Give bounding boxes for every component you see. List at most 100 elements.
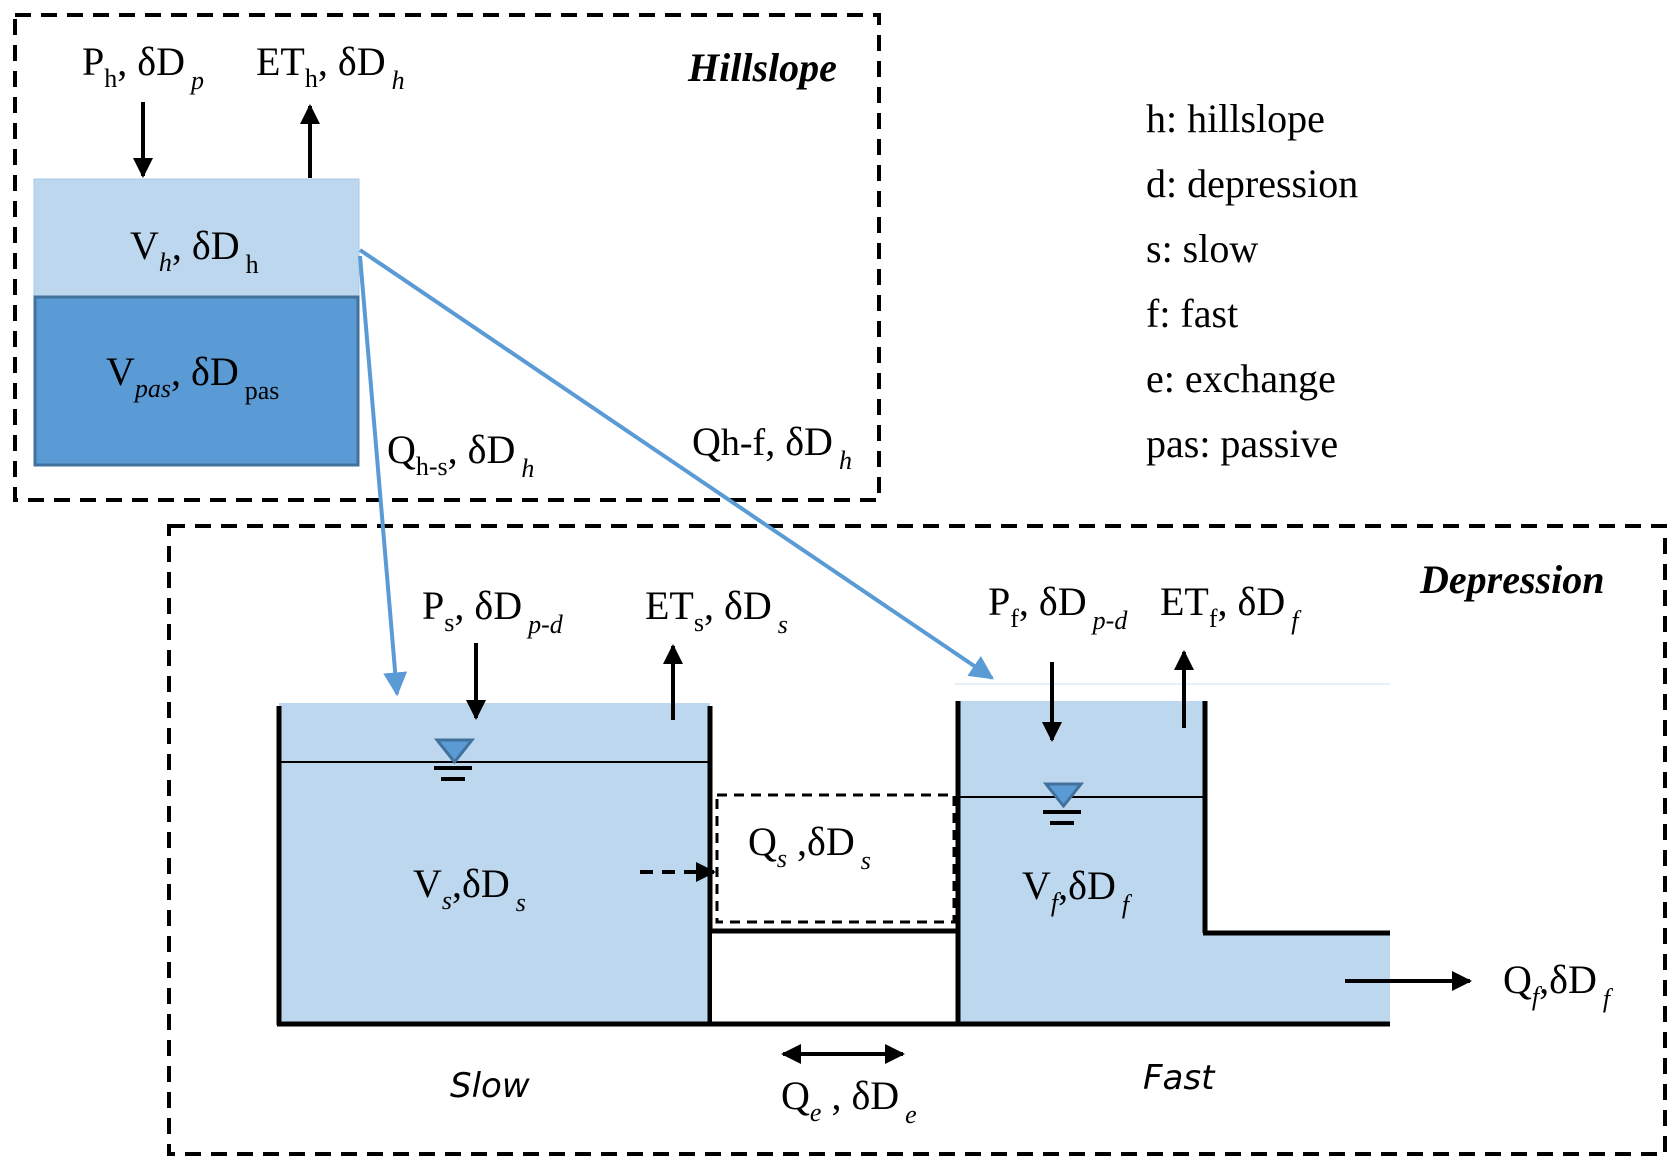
symbol: P [988,579,1011,624]
subscript: s [693,608,704,637]
subscript: h [104,64,118,93]
isotope-symbol: ,δD [1539,957,1597,1002]
legend-item: s: slow [1146,226,1259,271]
isotope-symbol: ,δD [787,819,855,864]
water-level-icon [433,738,476,781]
subscript: h [391,66,405,95]
subscript: f [1531,982,1540,1011]
subscript: f [1010,604,1019,633]
hillslope-to-fast-arrow [358,248,994,680]
hillslope-title: Hillslope [688,45,837,90]
symbol: Q [781,1073,810,1118]
subscript: s [444,608,455,637]
subscript: h [304,64,318,93]
hillslope-to-slow-arrow [358,255,408,697]
hillslope-boundary [13,13,881,502]
legend-item: d: depression [1146,161,1359,206]
hillslope-active-storage [33,178,360,298]
isotope-symbol: , δD [1217,579,1286,624]
slow-compartment-label: Slow [450,1066,530,1106]
isotope-symbol: , δD [765,419,833,464]
subscript: e [905,1100,917,1129]
subscript: h [521,454,535,483]
symbol: P [82,39,105,84]
subscript: h [158,248,172,277]
fast-outlet-water [1205,931,1390,1023]
subscript: pas [244,376,280,405]
abbreviation-legend: h: hillslope d: depression s: slow f: fa… [1146,86,1358,476]
symbol: V [106,349,135,394]
water-level-icon [1042,782,1085,825]
slow-overflow-zone [715,793,956,924]
legend-item: f: fast [1146,291,1239,336]
isotope-symbol: , δD [171,349,239,394]
isotope-symbol: , δD [454,583,523,628]
isotope-symbol: , δD [704,583,772,628]
subscript: h [838,446,852,475]
isotope-symbol: ,δD [1058,863,1116,908]
symbol: V [1022,863,1051,908]
subscript: h [245,250,259,279]
subscript: p [190,66,204,95]
symbol: ET [1160,579,1209,624]
slow-storage-water [279,703,710,1023]
subscript: pas [134,374,172,403]
subscript: p-d [1092,606,1128,635]
isotope-symbol: , δD [1018,579,1087,624]
isotope-symbol: , δD [317,39,386,84]
subscript: e [809,1098,822,1127]
subscript: p-d [528,610,563,639]
legend-item: h: hillslope [1146,96,1325,141]
legend-item: pas: passive [1146,421,1339,466]
subscript: f [1291,606,1299,635]
symbol: Q [748,819,777,864]
symbol: Q [387,427,416,472]
symbol: V [413,861,442,906]
subscript: f [1050,888,1059,917]
depression-boundary [167,524,1667,1156]
depression-title: Depression [1420,557,1605,602]
subscript: h-f [720,422,766,464]
symbol: P [422,583,445,628]
subscript: s [776,844,788,873]
symbol: ET [256,39,305,84]
subscript: s [515,888,526,917]
exchange-channel [712,931,957,1023]
symbol: V [130,223,159,268]
isotope-symbol: , δD [447,427,516,472]
legend-item: e: exchange [1146,356,1336,401]
subscript: f [1121,890,1130,919]
subscript: f [1208,604,1218,633]
symbol: Q [1503,957,1532,1002]
subscript: h-s [415,452,448,481]
isotope-symbol: , δD [171,223,240,268]
fast-storage-water [958,701,1205,1023]
subscript: f [1602,984,1611,1013]
isotope-symbol: ,δD [452,861,510,906]
isotope-symbol: , δD [821,1073,900,1118]
subscript: s [777,610,788,639]
isotope-symbol: , δD [117,39,185,84]
subscript: s [860,846,871,875]
fast-compartment-label: Fast [1143,1058,1215,1098]
symbol: ET [645,583,694,628]
subscript: s [441,886,453,915]
hillslope-passive-storage [33,295,360,467]
symbol: Q [692,419,721,464]
